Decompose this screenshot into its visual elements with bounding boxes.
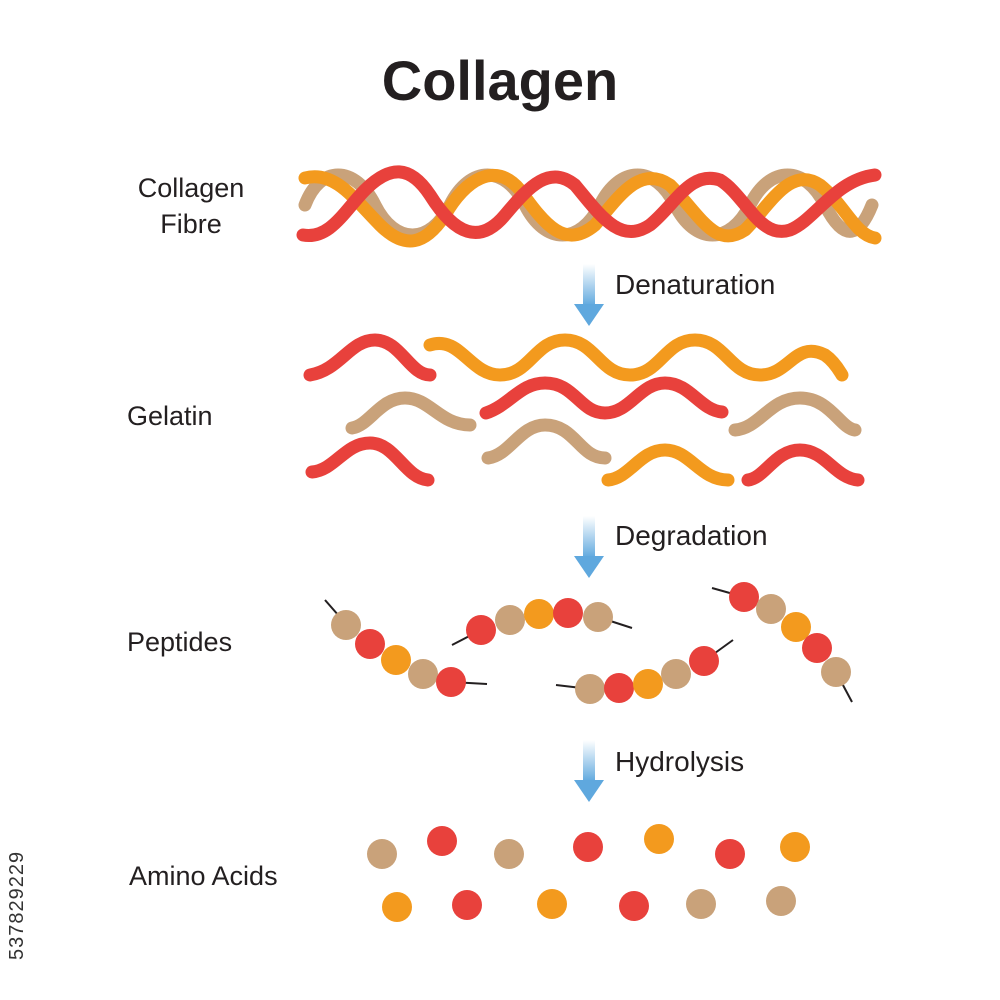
collagen-fibre-helix — [296, 165, 882, 248]
gelatin-strand — [728, 391, 862, 437]
page-title: Collagen — [381, 49, 619, 112]
amino-acid — [537, 889, 567, 919]
gelatin-strands — [303, 333, 865, 487]
peptide-chain — [324, 599, 488, 697]
amino-acid — [452, 890, 482, 920]
gelatin-strand — [601, 443, 735, 487]
amino-acid — [494, 839, 524, 869]
amino-acid — [780, 832, 810, 862]
peptide-chain — [451, 598, 633, 646]
gelatin-strand — [481, 418, 612, 465]
step-denaturation: Denaturation — [615, 269, 776, 300]
amino-acid — [382, 892, 412, 922]
peptide-chain — [711, 582, 853, 703]
step-degradation: Degradation — [615, 520, 768, 551]
helix-strand-red — [296, 165, 882, 242]
label-collagen-fibre-line1: Collagen — [137, 173, 245, 203]
amino-acid — [686, 889, 716, 919]
gelatin-strand — [741, 443, 865, 487]
amino-acid-beads — [367, 824, 810, 922]
amino-acid — [766, 886, 796, 916]
amino-acid — [573, 832, 603, 862]
gelatin-strand — [305, 436, 435, 487]
label-collagen-fibre-line2: Fibre — [160, 209, 222, 239]
label-amino-acids: Amino Acids — [129, 861, 278, 891]
gelatin-strand — [423, 333, 849, 382]
gelatin-strand — [303, 333, 437, 382]
peptide-chains — [324, 582, 853, 704]
amino-acid — [644, 824, 674, 854]
arrow-denaturation — [574, 264, 604, 326]
arrow-degradation — [574, 516, 604, 578]
peptide-chain — [555, 639, 734, 704]
helix-strand-orange — [298, 168, 882, 248]
gelatin-strand — [479, 376, 729, 420]
arrow-hydrolysis — [574, 740, 604, 802]
label-peptides: Peptides — [127, 627, 233, 657]
amino-acid — [427, 826, 457, 856]
amino-acid — [715, 839, 745, 869]
step-hydrolysis: Hydrolysis — [615, 746, 745, 777]
label-collagen-fibre: Collagen Fibre — [126, 170, 256, 242]
amino-acid — [367, 839, 397, 869]
amino-acid — [619, 891, 649, 921]
gelatin-strand — [345, 391, 477, 435]
label-gelatin: Gelatin — [127, 401, 213, 431]
